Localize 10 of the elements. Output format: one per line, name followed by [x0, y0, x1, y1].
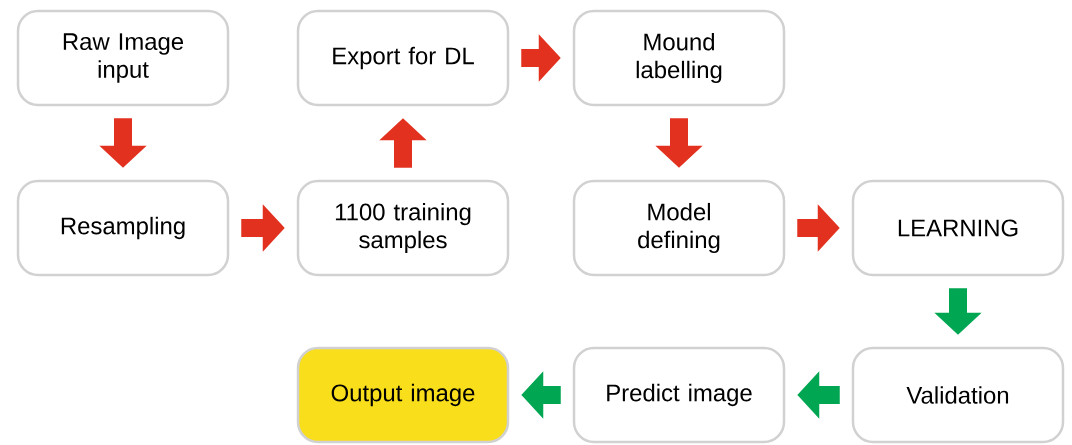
- process-box: Resampling: [16, 179, 230, 277]
- process-box: Validation: [851, 346, 1065, 444]
- process-box: 1100 training samples: [296, 179, 510, 277]
- process-box: Predict image: [572, 346, 786, 444]
- process-box: Export for DL: [296, 9, 510, 107]
- process-box: Mound labelling: [572, 9, 786, 107]
- process-box: Output image: [296, 346, 510, 444]
- process-box: Raw Image input: [16, 9, 230, 107]
- process-box: LEARNING: [851, 179, 1065, 277]
- process-box: Model defining: [572, 179, 786, 277]
